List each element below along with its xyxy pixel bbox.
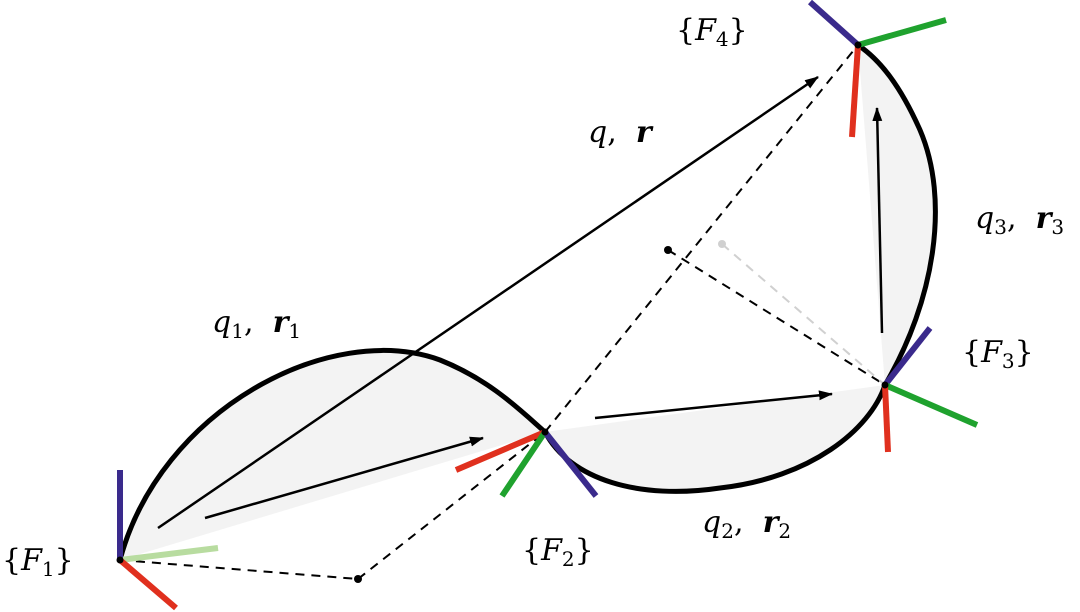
center-point-1 <box>354 575 362 583</box>
frame-2-origin <box>541 428 549 436</box>
frame-1-green-axis <box>119 545 219 563</box>
frame-2-label: {F2} <box>522 533 594 571</box>
segment-1-label: q1, r1 <box>212 305 302 343</box>
frame-3-axes <box>882 326 979 453</box>
frame-1-axes <box>117 470 219 611</box>
frame-4-red-axis <box>849 44 861 138</box>
trajectory-curve <box>117 42 938 561</box>
frame-2-axes <box>454 429 599 498</box>
construction-lines <box>119 44 886 580</box>
frame-3-label: {F3} <box>962 335 1034 373</box>
frame-4-blue-axis <box>807 0 861 48</box>
frame-4-green-axis <box>857 17 947 48</box>
segment-1-vector-arrow <box>204 436 484 520</box>
frame-4-label: {F4} <box>676 13 748 51</box>
segment-3-vector-arrow <box>872 107 884 334</box>
frame-1-label: {F1} <box>2 543 74 581</box>
segment-3-label: q3, r3 <box>975 201 1065 239</box>
segment-1-region <box>120 350 545 560</box>
frame-2-green-axis <box>499 430 548 498</box>
frame-3-red-axis <box>882 384 891 453</box>
segment-2-vector-arrow <box>594 390 833 420</box>
faded-construction-lines <box>721 243 886 386</box>
center-point-faded <box>718 240 726 248</box>
total-label: q, r <box>588 115 652 150</box>
frame-3-origin <box>881 381 889 389</box>
frame-1-origin <box>116 556 124 564</box>
frame-1-red-axis <box>118 557 178 611</box>
total-vector-arrow <box>157 75 819 530</box>
center-point-2 <box>664 246 672 254</box>
frame-2-blue-axis <box>542 430 599 498</box>
frame-3-green-axis <box>883 382 979 428</box>
frame-2-red-axis <box>454 429 547 473</box>
vectors <box>157 75 884 530</box>
segment-2-label: q2, r2 <box>702 505 792 543</box>
frame-3-blue-axis <box>882 326 933 387</box>
frame-4-axes <box>807 0 947 138</box>
frame-4-origin <box>854 41 862 49</box>
